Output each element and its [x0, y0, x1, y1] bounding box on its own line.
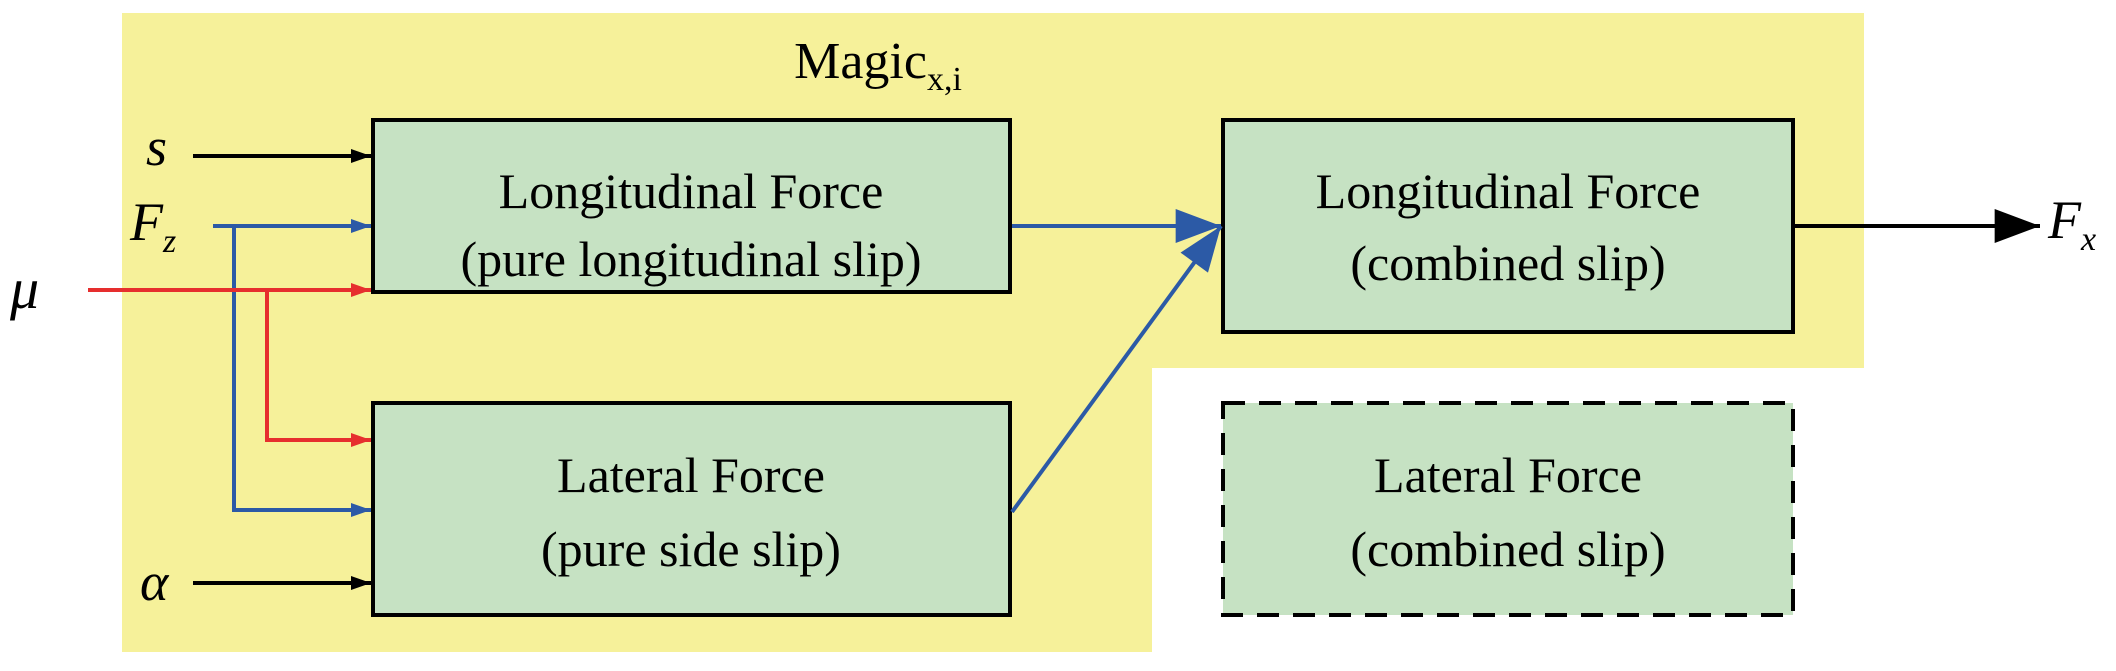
block-longitudinal-combined-line1: Longitudinal Force [1316, 163, 1701, 219]
block-longitudinal-pure-line2: (pure longitudinal slip) [460, 231, 921, 287]
arrow-mu-to-lat [265, 290, 371, 447]
block-lateral-combined: Lateral Force (combined slip) [1221, 401, 1795, 617]
block-lateral-pure-line1: Lateral Force [557, 447, 825, 503]
arrow-fz-to-lat [232, 226, 371, 517]
block-lateral-combined-line2: (combined slip) [1350, 521, 1665, 577]
block-lateral-combined-line1: Lateral Force [1374, 447, 1642, 503]
magic-region-title: Magicx,i [794, 33, 962, 98]
block-longitudinal-combined-line2: (combined slip) [1350, 235, 1665, 291]
block-longitudinal-combined: Longitudinal Force (combined slip) [1221, 118, 1795, 334]
arrow-lat-pure-to-combined [1010, 224, 1223, 514]
block-lateral-pure-line2: (pure side slip) [541, 521, 841, 577]
block-longitudinal-pure-line1: Longitudinal Force [499, 163, 884, 219]
input-label-mu: μ [9, 256, 39, 321]
input-label-s: s [146, 117, 167, 177]
block-lateral-pure: Lateral Force (pure side slip) [371, 401, 1012, 617]
block-longitudinal-pure: Longitudinal Force (pure longitudinal sl… [371, 118, 1012, 294]
output-label-fx: Fx [2047, 190, 2096, 258]
input-label-fz: Fz [129, 192, 176, 260]
input-label-alpha: α [140, 552, 170, 612]
